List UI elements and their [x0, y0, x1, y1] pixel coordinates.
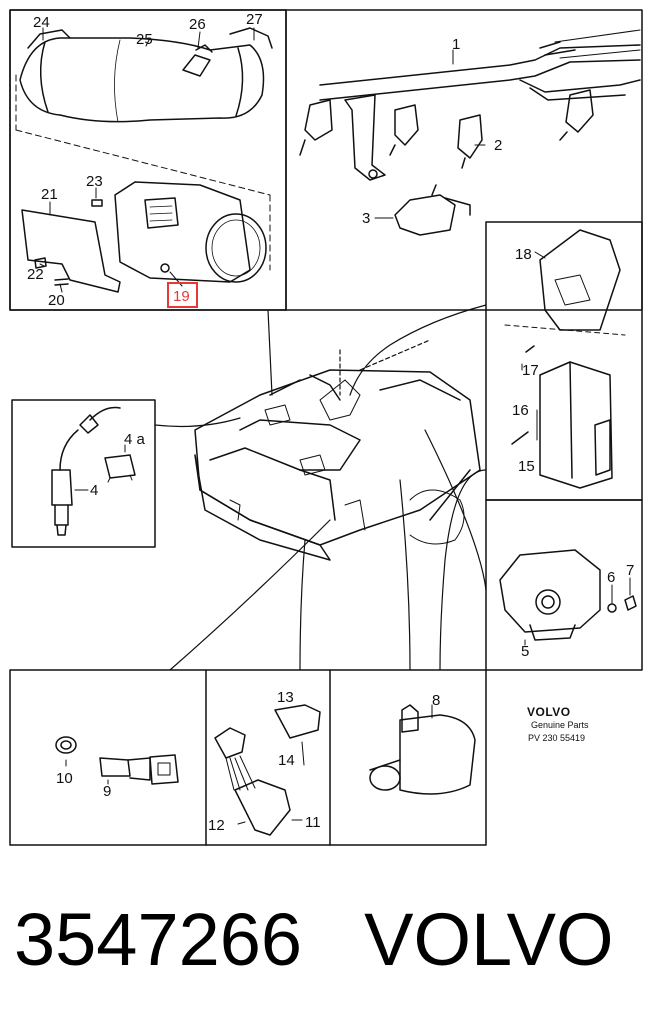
connector-lines: [154, 304, 487, 671]
panel-idle-valve: [369, 704, 476, 795]
callout-4: 4: [90, 482, 98, 499]
footer-caption: 3547266 VOLVO: [14, 880, 644, 1000]
panel-harness: [214, 704, 321, 836]
brand-logo-text: VOLVO: [527, 705, 571, 719]
panel-temp-sensor: [55, 736, 179, 785]
callout-9: 9: [103, 783, 111, 800]
brand-subtitle: Genuine Parts: [531, 720, 589, 730]
callout-13: 13: [277, 689, 294, 706]
callout-15: 15: [518, 458, 535, 475]
brand-block: VOLVO Genuine Parts PV 230 55419: [527, 705, 589, 743]
highlight-box: [167, 282, 198, 308]
frame-top: [9, 9, 643, 311]
callout-22: 22: [27, 266, 44, 283]
panel-lambda-sensor: [11, 399, 156, 548]
brand-code: PV 230 55419: [528, 733, 585, 743]
callout-24: 24: [33, 14, 50, 31]
callout-2: 2: [494, 137, 502, 154]
callout-25: 25: [136, 31, 153, 48]
part-number: 3547266: [14, 898, 303, 981]
callout-21: 21: [41, 186, 58, 203]
callout-3: 3: [362, 210, 370, 227]
callout-4a: 4 a: [124, 431, 146, 448]
callout-20: 20: [48, 292, 65, 309]
callout-12: 12: [208, 817, 225, 834]
panel-air-mass-meter: [9, 9, 287, 311]
callout-10: 10: [56, 770, 73, 787]
callout-11: 11: [305, 814, 321, 831]
callout-14: 14: [278, 752, 295, 769]
callout-7: 7: [626, 562, 634, 579]
callout-5: 5: [521, 643, 529, 660]
callout-1: 1: [452, 36, 460, 53]
bottom-row-frame: [9, 669, 487, 846]
callout-6: 6: [607, 569, 615, 586]
callout-27: 27: [246, 11, 263, 28]
callout-26: 26: [189, 16, 206, 33]
panel-throttle-switch: [485, 499, 643, 671]
callout-23: 23: [86, 173, 103, 190]
callout-labels: 1 2 3 4 4 a 5 6 7 8 9 10 11 12 13 14 15 …: [27, 11, 634, 834]
car-engine-view: [194, 369, 481, 561]
parts-diagram: 1 2 3 4 4 a 5 6 7 8 9 10 11 12 13 14 15 …: [9, 9, 643, 846]
callout-8: 8: [432, 692, 440, 709]
callout-16: 16: [512, 402, 529, 419]
footer-brand: VOLVO: [364, 898, 614, 981]
callout-17: 17: [522, 362, 539, 379]
panel-fuel-rail: [299, 29, 641, 236]
callout-19: 19: [173, 288, 190, 305]
callout-18: 18: [515, 246, 532, 263]
panel-ecu: [485, 221, 643, 501]
